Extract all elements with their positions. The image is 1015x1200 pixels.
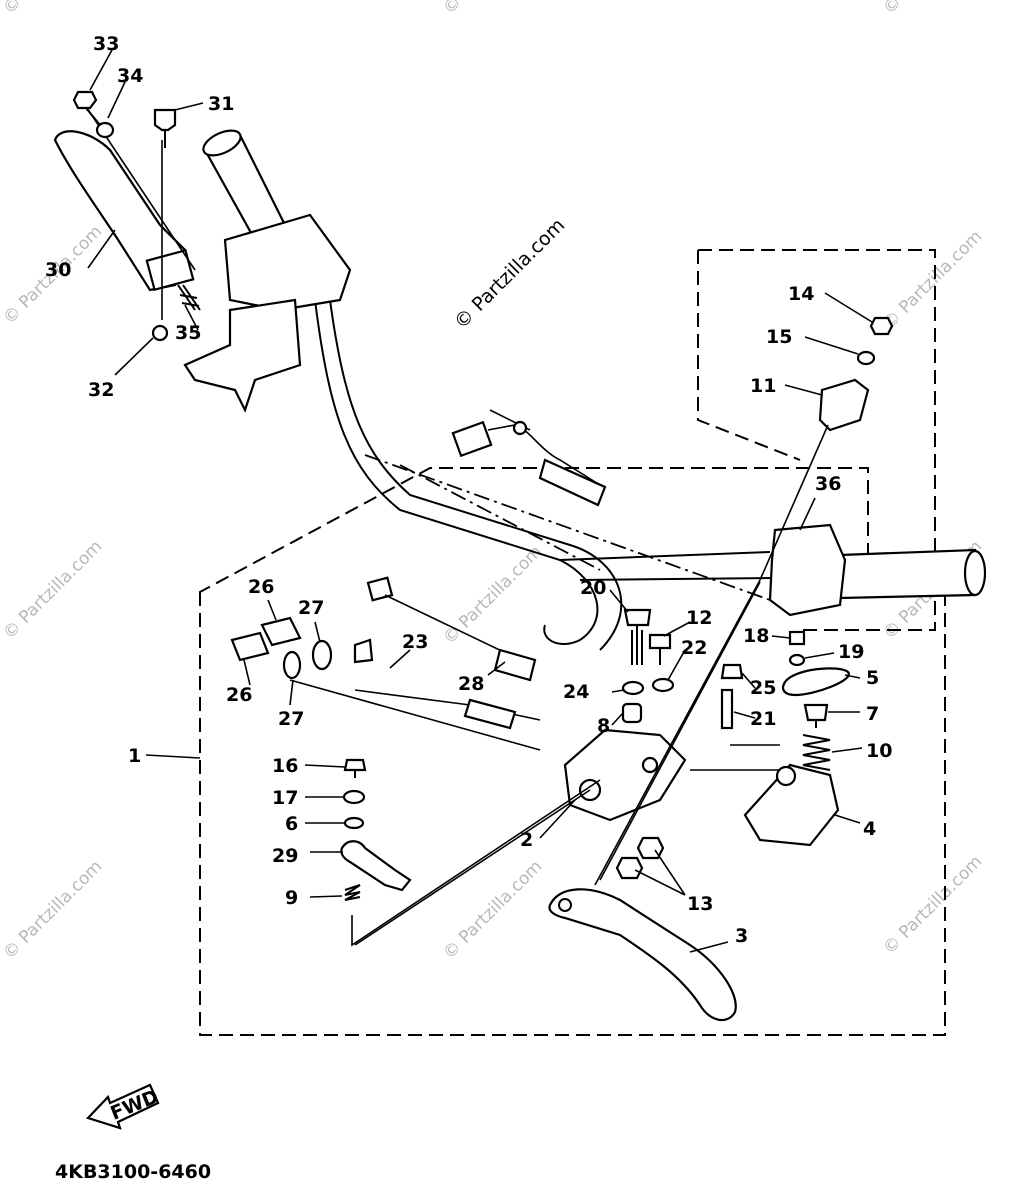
clutch-lever xyxy=(53,104,201,342)
callout-28: 28 xyxy=(458,673,484,695)
callout-24: 24 xyxy=(563,681,589,703)
fwd-arrow-icon xyxy=(85,1083,160,1130)
callout-20: 20 xyxy=(580,577,606,599)
upper-hardware xyxy=(72,90,177,148)
callout-6: 6 xyxy=(285,813,298,835)
watermark: © Partzilla.com xyxy=(0,857,106,964)
left-housing-clamp xyxy=(183,298,302,413)
watermark: © Partzilla.com xyxy=(439,857,546,964)
callout-27: 27 xyxy=(278,708,304,730)
left-grip-end xyxy=(202,129,242,157)
callouts: 33 34 31 30 35 32 14 15 11 36 20 12 22 2… xyxy=(45,33,892,947)
callout-17: 17 xyxy=(272,787,298,809)
watermark: © Partzilla.com xyxy=(879,852,986,959)
fwd-indicator: FWD xyxy=(85,1083,162,1130)
callout-1: 1 xyxy=(128,745,141,767)
callout-36: 36 xyxy=(815,473,841,495)
callout-19: 19 xyxy=(838,641,864,663)
callout-13: 13 xyxy=(687,893,713,915)
callout-27: 27 xyxy=(298,597,324,619)
watermark: © Partzilla.com xyxy=(439,0,546,19)
callout-14: 14 xyxy=(788,283,814,305)
watermark-main: © Partzilla.com xyxy=(450,214,569,333)
callout-30: 30 xyxy=(45,259,71,281)
callout-34: 34 xyxy=(117,65,143,87)
switch-subassembly xyxy=(759,316,894,581)
wire-harness xyxy=(451,409,607,507)
callout-3: 3 xyxy=(735,925,748,947)
watermark: © Partzilla.com xyxy=(0,537,106,644)
callout-5: 5 xyxy=(866,667,879,689)
callout-10: 10 xyxy=(866,740,892,762)
callout-32: 32 xyxy=(88,379,114,401)
callout-23: 23 xyxy=(402,631,428,653)
left-switch-housing xyxy=(223,213,352,312)
callout-26: 26 xyxy=(226,684,252,706)
callout-16: 16 xyxy=(272,755,298,777)
right-grip-end xyxy=(963,549,987,597)
watermark: © Partzilla.com xyxy=(879,227,986,334)
diagram-code: 4KB3100-6460 xyxy=(55,1161,211,1183)
callout-31: 31 xyxy=(208,93,234,115)
handlebar xyxy=(183,129,987,651)
callout-8: 8 xyxy=(597,715,610,737)
callout-11: 11 xyxy=(750,375,776,397)
callout-25: 25 xyxy=(750,677,776,699)
callout-22: 22 xyxy=(681,637,707,659)
callout-2: 2 xyxy=(520,829,533,851)
callout-21: 21 xyxy=(750,708,776,730)
throttle-housing xyxy=(768,523,847,617)
callout-33: 33 xyxy=(93,33,119,55)
callout-15: 15 xyxy=(766,326,792,348)
switch-assembly-boundary xyxy=(697,249,936,631)
right-grip xyxy=(838,548,977,600)
callout-35: 35 xyxy=(175,322,201,344)
callout-4: 4 xyxy=(863,818,876,840)
callout-12: 12 xyxy=(686,607,712,629)
callout-7: 7 xyxy=(866,703,879,725)
callout-26: 26 xyxy=(248,576,274,598)
watermark: © Partzilla.com xyxy=(439,542,546,649)
watermark: © Partzilla.com xyxy=(879,0,986,19)
callout-18: 18 xyxy=(743,625,769,647)
callout-9: 9 xyxy=(285,887,298,909)
lever-assembly xyxy=(230,576,850,1022)
callout-29: 29 xyxy=(272,845,298,867)
leader-lines xyxy=(87,49,873,953)
watermark: © Partzilla.com xyxy=(0,0,106,19)
